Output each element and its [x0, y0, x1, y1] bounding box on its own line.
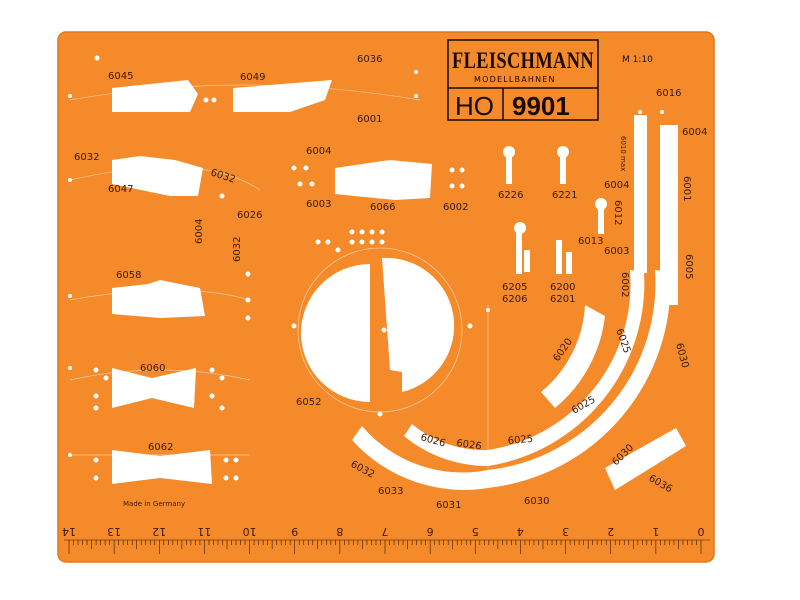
part-number-label: 6045	[108, 71, 133, 82]
curved-track-slots	[352, 270, 686, 490]
scale-label: M 1:10	[622, 55, 653, 65]
cutout-6049	[233, 80, 332, 112]
part-number-label: 6032	[232, 237, 243, 262]
ruler-number: 14	[62, 525, 76, 538]
part-number-label: 6066	[370, 202, 395, 213]
part-number-label: 6001	[357, 114, 382, 125]
part-number-label: 6030	[524, 496, 549, 507]
made-in-label: Made in Germany	[123, 500, 185, 508]
part-number-label: 6012	[612, 200, 623, 225]
part-number-label: 6003	[604, 246, 629, 257]
ruler-number: 9	[291, 525, 298, 538]
part-number-label: 6016	[656, 88, 681, 99]
part-number-label: 6001	[681, 176, 692, 201]
ruler-number: 10	[243, 525, 257, 538]
cutout-6045	[112, 80, 198, 112]
buffer-6221	[557, 146, 569, 184]
part-number-label: 6058	[116, 270, 141, 281]
gauge-label: HO	[455, 91, 494, 121]
part-number-label: 6005	[683, 254, 694, 279]
ruler-number: 0	[698, 525, 705, 538]
part-number-label: 6060	[140, 363, 165, 374]
part-number-label: 6032	[74, 152, 99, 163]
part-number-label: 6052	[296, 397, 321, 408]
part-number-label: 6004	[604, 180, 629, 191]
cutout-6062	[112, 450, 212, 484]
model-number: 9901	[512, 91, 570, 121]
part-number-label: 6049	[240, 72, 265, 83]
part-number-label: 6200	[550, 282, 575, 293]
part-number-label: 6004	[682, 127, 707, 138]
signal-6205	[514, 222, 530, 274]
part-number-label: 6031	[436, 500, 461, 511]
cutout-6066	[335, 160, 432, 200]
part-number-label: 6004	[306, 146, 331, 157]
ruler-number: 11	[197, 525, 211, 538]
ruler-number: 8	[336, 525, 343, 538]
mounting-holes	[68, 55, 664, 481]
ruler-number: 5	[472, 525, 479, 538]
ruler-number: 4	[517, 525, 524, 538]
ruler-ticks	[68, 540, 702, 554]
cutout-6060	[112, 368, 196, 408]
brand-name: FLEISCHMANN	[452, 48, 594, 73]
part-number-label: 6062	[148, 442, 173, 453]
part-number-label: 6002	[443, 202, 468, 213]
part-number-label: 6206	[502, 294, 527, 305]
signal-6013	[595, 198, 607, 234]
part-number-label: 6033	[378, 486, 403, 497]
ruler-number: 12	[152, 525, 166, 538]
signal-6200	[556, 240, 572, 274]
part-number-label: 6201	[550, 294, 575, 305]
part-number-label: 6025	[507, 434, 533, 447]
brand-box: FLEISCHMANN MODELLBAHNEN HO 9901	[447, 39, 599, 121]
ruler-number: 1	[652, 525, 659, 538]
brand-subtitle: MODELLBAHNEN	[474, 75, 556, 84]
part-number-label: 6010 max	[619, 136, 627, 171]
buffer-6226	[503, 146, 515, 184]
part-number-label: 6013	[578, 236, 603, 247]
part-number-label: 6205	[502, 282, 527, 293]
ruler-number: 13	[107, 525, 121, 538]
cutout-6047	[112, 156, 203, 196]
part-number-label: 6002	[619, 272, 630, 297]
ruler-number: 7	[382, 525, 389, 538]
part-number-label: 6026	[456, 438, 483, 452]
ruler-number: 3	[562, 525, 569, 538]
turntable-cutout	[297, 247, 463, 413]
part-number-label: 6036	[357, 54, 382, 65]
part-number-label: 6221	[552, 190, 577, 201]
part-number-label: 6047	[108, 184, 133, 195]
straight-track-slots	[634, 115, 678, 305]
part-number-label: 6004	[194, 219, 205, 244]
cutout-6058	[112, 280, 205, 318]
ruler-number: 6	[427, 525, 434, 538]
part-number-label: 6226	[498, 190, 523, 201]
part-number-label: 6026	[237, 210, 262, 221]
ruler-number: 2	[607, 525, 614, 538]
part-number-label: 6003	[306, 199, 331, 210]
